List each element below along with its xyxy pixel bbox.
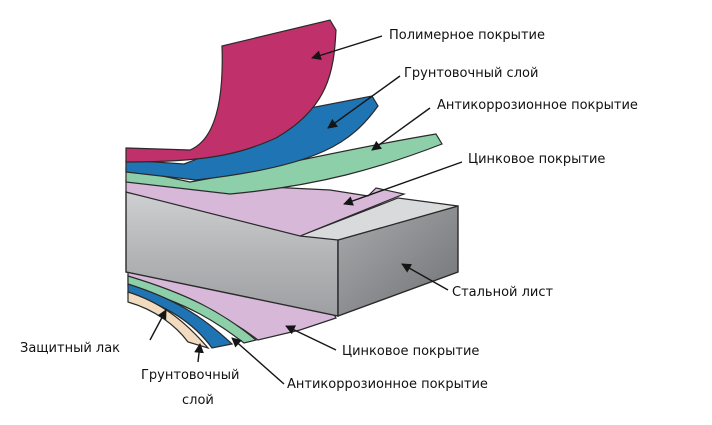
label-primer-bottom-line1: Грунтовочный <box>141 368 240 383</box>
label-primer-layer-top: Грунтовочный слой <box>404 66 539 81</box>
label-anticorrosion-top: Антикоррозионное покрытие <box>437 98 638 113</box>
label-polymer-coating: Полимерное покрытие <box>389 28 545 43</box>
arrow-lacquer <box>149 309 167 341</box>
arrow-primer-bottom <box>194 343 204 363</box>
arrow-anticorrosion-top <box>371 107 431 151</box>
top-polymer-layer <box>125 19 337 163</box>
top-zinc-layer <box>125 179 407 237</box>
label-primer-bottom-line2: слой <box>182 393 214 408</box>
steel-sheet-top <box>299 197 459 241</box>
label-steel-sheet: Стальной лист <box>452 285 554 300</box>
label-protective-lacquer: Защитный лак <box>20 341 121 356</box>
arrow-polymer <box>311 35 383 61</box>
label-zinc-top: Цинковое покрытие <box>468 152 606 167</box>
label-anticorrosion-bottom: Антикоррозионное покрытие <box>287 377 488 392</box>
arrow-zinc-top <box>343 161 463 206</box>
bottom-lacquer-layer <box>127 291 210 350</box>
arrow-zinc-bottom <box>285 325 337 351</box>
arrow-anticorrosion-bottom <box>231 337 285 385</box>
arrow-steel <box>401 263 449 291</box>
arrow-primer-top <box>327 75 401 129</box>
label-zinc-bottom: Цинковое покрытие <box>342 344 480 359</box>
